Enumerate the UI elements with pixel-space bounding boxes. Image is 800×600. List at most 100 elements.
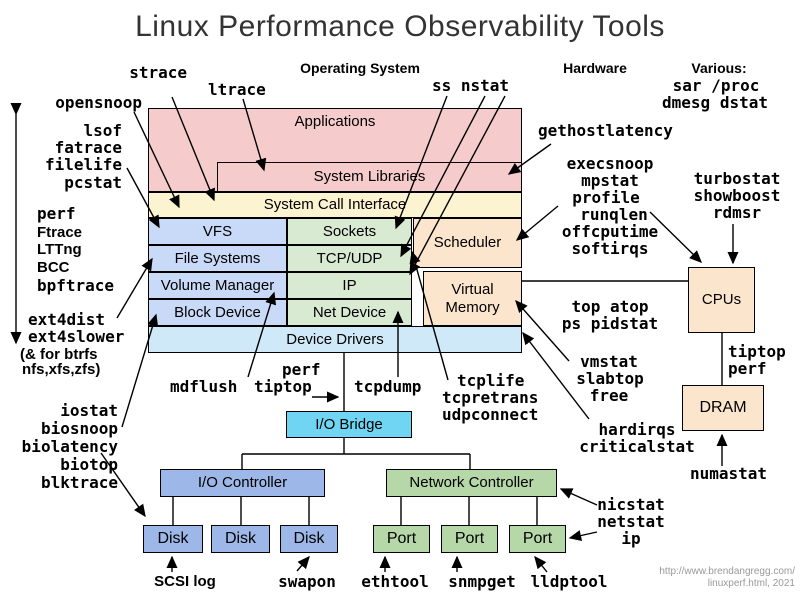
tool-tcplife: tcplife xyxy=(457,371,525,390)
box-file-systems: File Systems xyxy=(148,245,287,272)
tool-slabtop: slabtop xyxy=(576,369,644,388)
tool-lttng: LTTng xyxy=(37,241,82,258)
tool-rdmsr: rdmsr xyxy=(712,203,762,222)
box-io-controller: I/O Controller xyxy=(160,469,325,497)
box-system-libraries: System Libraries xyxy=(217,162,522,192)
box-block-device-label: Block Device xyxy=(174,303,261,321)
tool-ss-nstat: ss nstat xyxy=(432,76,510,95)
box-device-drivers: Device Drivers xyxy=(148,326,522,353)
tool-ps-pidstat: ps pidstat xyxy=(561,314,659,333)
tool-sar-proc: sar /proc xyxy=(672,76,760,95)
tool-tcpdump: tcpdump xyxy=(354,377,422,396)
box-applications-label: Applications xyxy=(294,113,376,130)
box-network-controller: Network Controller xyxy=(386,469,557,497)
box-disk-label: Disk xyxy=(157,529,189,547)
tool-swapon: swapon xyxy=(278,572,336,591)
label-various: Various: xyxy=(691,60,747,76)
box-port-1: Port xyxy=(373,525,430,553)
tool-execsnoop: execsnoop xyxy=(566,154,654,173)
box-tcp-udp-label: TCP/UDP xyxy=(316,249,383,267)
tool-dmesg-dstat: dmesg dstat xyxy=(662,93,768,112)
box-virtual-memory: Virtual Memory xyxy=(423,271,522,326)
note-btrfs-1: (& for btrfs xyxy=(20,346,98,363)
arrow-cputools-scheduler xyxy=(515,205,559,241)
box-disk-3: Disk xyxy=(280,525,338,553)
tool-snmpget: snmpget xyxy=(448,572,516,591)
tool-perf-cpu: perf xyxy=(728,359,767,378)
box-disk-label: Disk xyxy=(293,529,325,547)
box-system-libraries-label: System Libraries xyxy=(313,168,426,186)
box-port-label: Port xyxy=(522,529,553,547)
tool-numastat: numastat xyxy=(690,464,768,483)
box-sockets-label: Sockets xyxy=(322,222,377,240)
box-ip: IP xyxy=(287,272,412,299)
tool-mdflush: mdflush xyxy=(170,377,238,396)
box-port-label: Port xyxy=(454,529,485,547)
tool-opensnoop: opensnoop xyxy=(55,93,142,112)
tool-offcputime: offcputime xyxy=(561,222,659,241)
label-operating-system: Operating System xyxy=(300,60,420,76)
credit-url: http://www.brendangregg.com/ xyxy=(659,566,795,577)
arrow-nicstat-networkcontroller xyxy=(559,488,598,506)
tool-ip: ip xyxy=(621,529,641,548)
tool-runqlen: runqlen xyxy=(580,205,648,224)
tool-iostat: iostat xyxy=(60,401,118,420)
box-dram-label: DRAM xyxy=(699,398,747,416)
tool-netstat: netstat xyxy=(597,512,665,531)
box-volume-manager-label: Volume Manager xyxy=(160,276,275,294)
tool-ext4dist: ext4dist xyxy=(28,310,106,329)
tool-turbostat: turbostat xyxy=(693,169,781,188)
tool-lsof: lsof xyxy=(83,121,122,140)
tool-blktrace: blktrace xyxy=(40,473,118,492)
box-vfs: VFS xyxy=(148,218,287,245)
tool-tiptop-io: tiptop xyxy=(254,377,312,396)
label-hardware: Hardware xyxy=(563,60,627,76)
box-sockets: Sockets xyxy=(287,218,412,245)
credit-date: linuxperf.html, 2021 xyxy=(707,578,795,589)
box-io-bridge-label: I/O Bridge xyxy=(315,415,383,433)
tool-gethostlatency: gethostlatency xyxy=(538,121,673,140)
box-vfs-label: VFS xyxy=(202,222,233,240)
tool-bcc: BCC xyxy=(37,259,70,276)
tool-mpstat: mpstat xyxy=(581,171,639,190)
box-dram: DRAM xyxy=(682,385,764,431)
tool-lldptool: lldptool xyxy=(530,572,608,591)
tool-profile: profile xyxy=(572,188,640,207)
tool-tcpretrans: tcpretrans xyxy=(442,388,539,407)
box-virtual-memory-label: Virtual Memory xyxy=(445,281,500,316)
tool-hardirqs: hardirqs xyxy=(598,420,676,439)
box-cpus-label: CPUs xyxy=(701,291,742,309)
box-file-systems-label: File Systems xyxy=(174,249,261,267)
box-device-drivers-label: Device Drivers xyxy=(286,330,384,348)
arrow-lldptool-port xyxy=(534,555,548,573)
tool-tiptop-cpu: tiptop xyxy=(728,342,786,361)
box-volume-manager: Volume Manager xyxy=(148,272,287,299)
box-net-device: Net Device xyxy=(287,299,412,326)
box-tcp-udp: TCP/UDP xyxy=(287,245,412,272)
box-scheduler: Scheduler xyxy=(413,218,522,268)
tool-strace: strace xyxy=(129,63,187,82)
box-ip-label: IP xyxy=(342,276,357,294)
box-scheduler-label: Scheduler xyxy=(433,234,502,252)
tool-perf-io: perf xyxy=(282,360,321,379)
box-cpus: CPUs xyxy=(688,267,755,333)
tool-softirqs: softirqs xyxy=(571,239,649,258)
tool-filelife: filelife xyxy=(44,155,122,174)
box-port-3: Port xyxy=(509,525,566,553)
tool-ethtool: ethtool xyxy=(361,572,429,591)
tool-top-atop: top atop xyxy=(571,297,649,316)
tool-biotop: biotop xyxy=(60,455,118,474)
note-btrfs-2: nfs,xfs,zfs) xyxy=(22,361,101,378)
box-disk-label: Disk xyxy=(224,529,257,547)
tool-perf: perf xyxy=(37,204,76,223)
tool-scsi-log: SCSI log xyxy=(154,573,216,590)
tool-ext4slower: ext4slower xyxy=(28,327,125,346)
tool-ftrace: Ftrace xyxy=(37,224,83,241)
tool-udpconnect: udpconnect xyxy=(442,405,539,424)
tool-biosnoop: biosnoop xyxy=(40,419,118,438)
tool-nicstat: nicstat xyxy=(597,495,665,514)
box-port-label: Port xyxy=(386,529,417,547)
box-system-call-interface: System Call Interface xyxy=(148,192,522,218)
box-io-bridge: I/O Bridge xyxy=(286,411,412,438)
